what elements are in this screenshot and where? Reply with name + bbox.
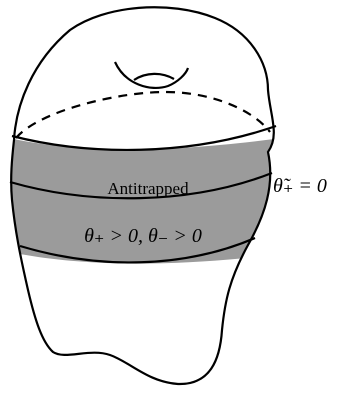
band-condition: θ₊ > 0, θ₋ > 0: [84, 225, 202, 247]
surface-outline: [10, 6, 275, 386]
band-top-front-edge: [11, 124, 277, 152]
band-label: Antitrapped: [107, 179, 189, 198]
band-top-back-dashed: [15, 90, 271, 139]
horizon-label: θ̃₊ = 0: [273, 175, 327, 197]
horizon-curve: [9, 171, 273, 200]
band-bottom-edge: [19, 236, 256, 264]
handle-hole: [113, 61, 190, 90]
